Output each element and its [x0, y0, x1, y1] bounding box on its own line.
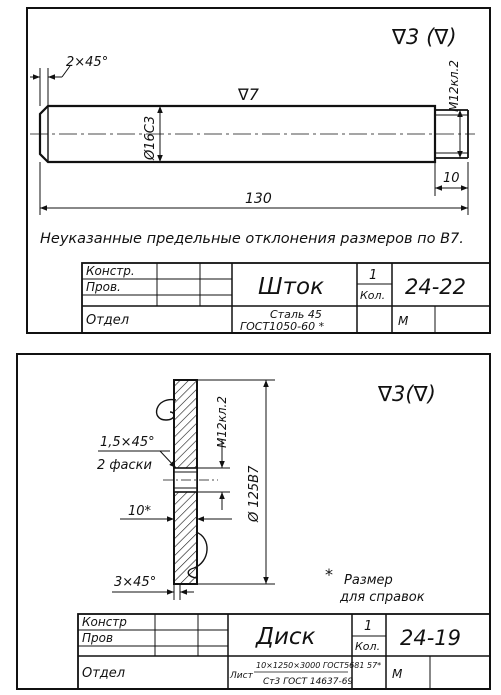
tb1-otdel-label: Отдел: [86, 313, 129, 328]
sheet1-roughness-label: ∇3 (∇): [391, 25, 457, 49]
thread2-label: М12кл.2: [215, 396, 229, 448]
tb2-part-name: Диск: [255, 624, 316, 650]
thread-length-dimension: 10: [434, 162, 469, 215]
tb1-konstr-label: Констр.: [86, 264, 135, 278]
disk-part: [155, 379, 218, 585]
tb2-qty-value: 1: [364, 619, 372, 634]
tb2-otdel-label: Отдел: [82, 666, 125, 681]
title-block-2: Констр Пров Отдел Диск 1 Кол. 24-19 Лист…: [77, 613, 491, 690]
diameter2-label: Ø 125В7: [247, 465, 262, 523]
reference-note: * Размер для справок: [325, 565, 425, 605]
chamfer-label: 2×45°: [66, 55, 108, 70]
thickness-dimension: 10*: [120, 504, 232, 522]
chamfer-note-top: 1,5×45° 2 фаски: [97, 435, 177, 473]
tb1-qty-value: 1: [369, 268, 377, 283]
thread2-dimension: М12кл.2: [197, 396, 230, 510]
total-length-dimension: 130: [39, 162, 468, 215]
tb1-material-line1: Сталь 45: [270, 308, 322, 321]
thread-label: M12кл.2: [447, 60, 461, 112]
tb1-part-number: 24-22: [405, 275, 466, 299]
tb2-material-line1: 10×1250×3000 ГОСТ5681 57*: [256, 661, 381, 670]
sheet-disk: ∇3(∇) 1,5×45° 2 фаски М12кл.2: [16, 353, 491, 690]
title-block-1: Констр. Пров. Отдел Шток 1 Кол. 24-22 Ст…: [81, 262, 491, 334]
tb2-qty-label: Кол.: [355, 640, 380, 653]
tb2-prov-label: Пров: [82, 631, 113, 645]
tb2-code: М: [392, 667, 403, 681]
diameter2-dimension: Ø 125В7: [197, 379, 275, 585]
tb1-material-line2: ГОСТ1050-60 *: [240, 320, 325, 333]
tb1-qty-label: Кол.: [360, 289, 385, 302]
tb2-part-number: 24-19: [400, 626, 461, 650]
note-star: *: [325, 565, 333, 584]
sheet1-note: Неуказанные предельные отклонения размер…: [40, 231, 464, 247]
tb1-code: М: [398, 314, 409, 328]
chamfer2-count: 2 фаски: [97, 458, 152, 473]
chamfer-note-bottom: 3×45°: [112, 575, 194, 600]
tb2-list-label: Лист: [229, 671, 254, 681]
chamfer-dimension: 2×45°: [30, 55, 108, 106]
thread-length-label: 10: [443, 171, 460, 186]
diameter-label: Ø16С3: [143, 116, 158, 161]
tb1-prov-label: Пров.: [86, 280, 121, 294]
rod-part: [30, 104, 475, 164]
tb1-part-name: Шток: [258, 274, 324, 300]
thread-dimension: M12кл.2: [447, 60, 463, 158]
total-length-label: 130: [245, 191, 272, 207]
note-line2: для справок: [339, 590, 425, 605]
thickness-label: 10*: [128, 504, 152, 519]
surface-mark: ∇7: [237, 85, 260, 104]
sheet-rod: ∇3 (∇) 2×45° ∇7 Ø16С3: [26, 7, 491, 334]
chamfer3-label: 3×45°: [114, 575, 156, 590]
tb2-material-line2: Ст3 ГОСТ 14637-69: [263, 677, 353, 687]
diameter-dimension: Ø16С3: [143, 106, 163, 162]
note-line1: Размер: [344, 573, 393, 588]
tb2-konstr-label: Констр: [82, 615, 127, 629]
chamfer2-label: 1,5×45°: [100, 435, 155, 450]
sheet2-roughness-label: ∇3(∇): [377, 382, 436, 406]
